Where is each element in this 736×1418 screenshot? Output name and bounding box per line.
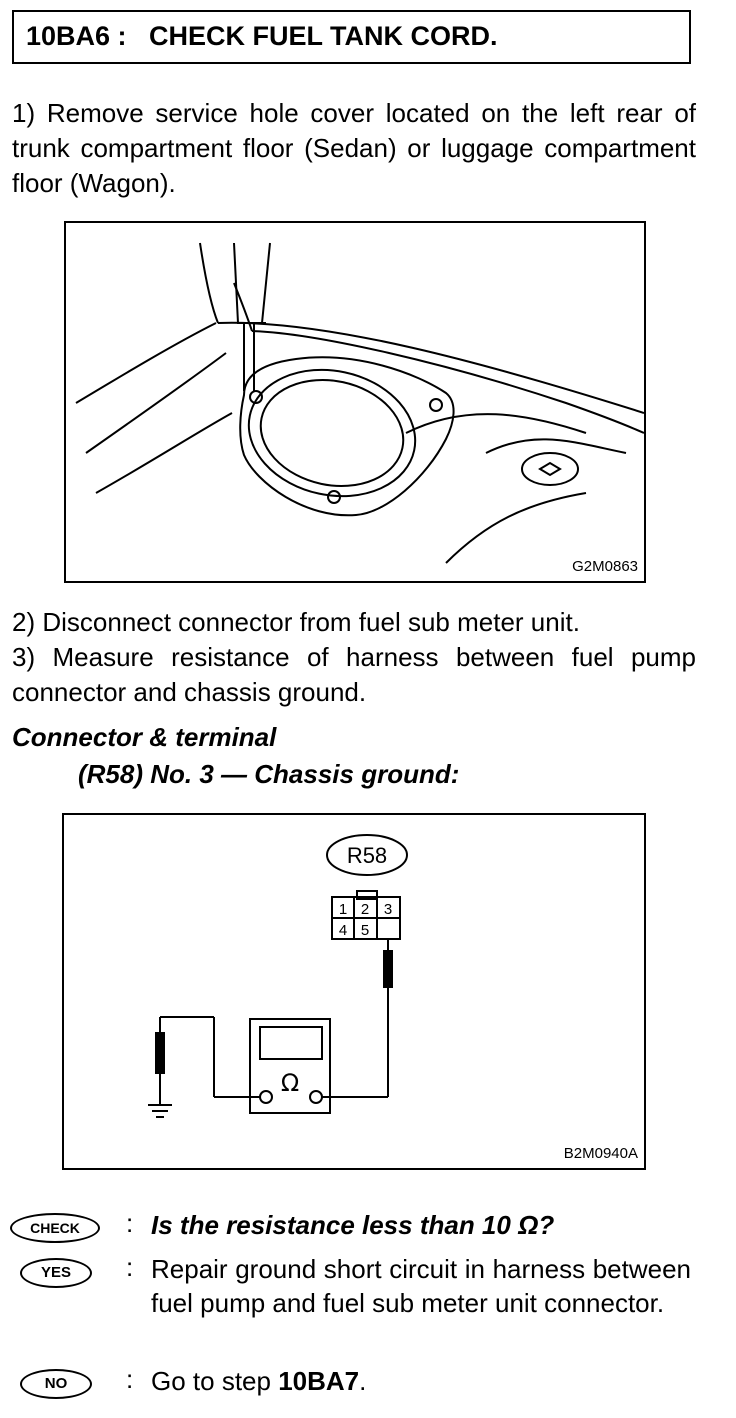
step-3-text: 3) Measure resistance of harness between… (12, 642, 696, 707)
yes-badge: YES (20, 1258, 92, 1288)
spec-heading: Connector & terminal (12, 722, 277, 752)
connector-figure: R58 1 2 3 4 5 Ω B2M0940A (62, 813, 646, 1170)
connector-label: R58 (347, 843, 387, 868)
no-action: Go to step 10BA7. (151, 1364, 691, 1398)
figure-code: B2M0940A (563, 1145, 638, 1162)
no-action-prefix: Go to step (151, 1366, 279, 1396)
check-colon: : (126, 1208, 134, 1238)
check-badge: CHECK (10, 1213, 100, 1243)
no-action-suffix: . (359, 1366, 367, 1396)
pin-4: 4 (339, 922, 347, 939)
ohmmeter-body (249, 1018, 331, 1114)
pin-1: 1 (339, 901, 347, 918)
no-colon: : (126, 1364, 134, 1394)
no-next-step: 10BA7 (278, 1366, 360, 1396)
check-question: Is the resistance less than 10 Ω? (151, 1210, 555, 1240)
step-2-text: 2) Disconnect connector from fuel sub me… (12, 607, 580, 637)
yes-colon: : (126, 1252, 134, 1282)
connector-diagram: R58 1 2 3 4 5 Ω (148, 834, 408, 1118)
pin-2: 2 (361, 901, 369, 918)
no-badge: NO (20, 1369, 92, 1399)
service-hole-figure: G2M0863 (64, 221, 646, 583)
spec-value: (R58) No. 3 — Chassis ground: (78, 759, 460, 789)
yes-action: Repair ground short circuit in harness b… (151, 1254, 691, 1318)
step-title: 10BA6 : CHECK FUEL TANK CORD. (12, 10, 691, 64)
step-1-text: 1) Remove service hole cover located on … (12, 98, 696, 198)
connector-label-oval (326, 834, 408, 876)
figure-code: G2M0863 (572, 558, 638, 575)
pin-3: 3 (384, 901, 392, 918)
service-hole-illustration (75, 242, 645, 564)
pin-5: 5 (361, 922, 369, 939)
ohm-symbol: Ω (281, 1069, 299, 1097)
